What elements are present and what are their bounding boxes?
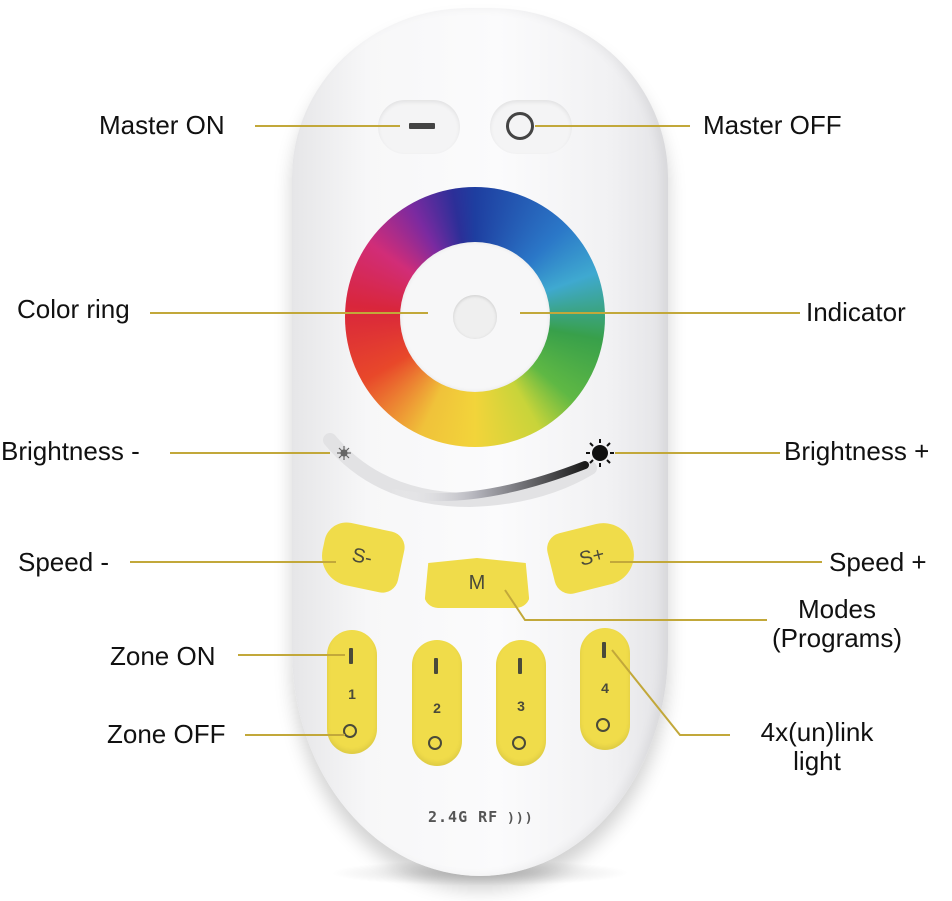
label-master-off: Master OFF [703,110,842,140]
zone-2-button[interactable]: 2 [412,640,462,766]
label-modes-line2: (Programs) [771,622,902,653]
label-indicator: Indicator [806,297,906,327]
label-link-line2: light [793,745,841,776]
brightness-high-icon [586,439,614,467]
off-circle-icon [512,736,526,750]
indicator-light [453,295,497,339]
rf-branding: 2.4G RF ))) [428,808,534,826]
on-bar-icon [349,648,353,664]
zone-number: 3 [517,698,525,714]
brightness-low-icon [337,446,351,460]
label-brightness-minus: Brightness - [1,436,140,466]
mode-glyph: M [468,571,486,594]
label-link-line1: 4x(un)link [760,717,874,747]
label-color-ring: Color ring [17,294,130,324]
label-brightness-plus: Brightness + [784,436,930,466]
label-link: 4x(un)link light [742,718,892,775]
on-bar-icon [518,658,522,674]
on-bar-icon [434,658,438,674]
circle-icon [506,112,534,140]
label-master-on: Master ON [99,110,225,140]
zone-number: 1 [348,686,356,702]
label-modes-line1: Modes [797,594,877,624]
label-modes: Modes (Programs) [762,595,912,652]
zone-4-button[interactable]: 4 [580,628,630,750]
wifi-signal-icon: ))) [498,811,534,826]
off-circle-icon [428,736,442,750]
label-speed-minus: Speed - [18,547,110,577]
zone-3-button[interactable]: 3 [496,640,546,766]
zone-number: 2 [433,700,441,716]
minus-icon [409,123,435,129]
label-zone-off: Zone OFF [107,719,226,749]
on-bar-icon [602,642,606,658]
zone-1-button[interactable]: 1 [327,630,377,754]
label-speed-plus: Speed + [829,547,927,577]
label-zone-on: Zone ON [110,641,216,671]
off-circle-icon [343,724,357,738]
off-circle-icon [596,718,610,732]
rf-text: 2.4G RF [428,808,499,826]
zone-number: 4 [601,680,609,696]
